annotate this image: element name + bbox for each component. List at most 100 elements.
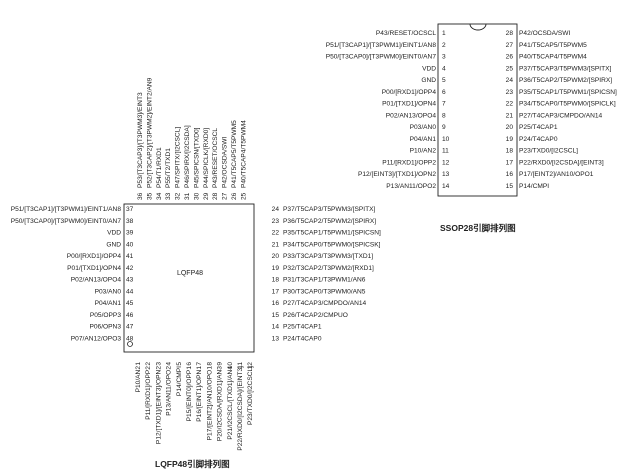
lqfp48-pin-label: P52/[T3CAP2]/[T3PWM2]/EINT2/AN9: [146, 77, 153, 188]
ssop28-pin-number: 16: [506, 171, 514, 178]
lqfp48-pin-number: 35: [146, 192, 153, 200]
lqfp48-pin-label: P42/OCSDA/SWI: [222, 137, 229, 188]
ssop28-pin-number: 6: [442, 89, 446, 96]
lqfp48-pin-label: P10/AN2: [135, 366, 142, 393]
lqfp48-pin-label: P15/[EINT0]/OPP1: [186, 366, 193, 422]
ssop28-pin-label: P40/T5CAP4/T5PWM4: [519, 54, 587, 61]
lqfp48-pin-number: 19: [272, 265, 280, 272]
lqfp48-pin-number: 33: [165, 192, 172, 200]
lqfp48-pin-number: 36: [137, 192, 144, 200]
ssop28-pin-label: P27/T4CAP3/CMPDO/AN14: [519, 112, 603, 119]
lqfp48-pin-label: P06/OPN3: [89, 324, 121, 331]
ssop28-pin-label: VDD: [422, 65, 436, 72]
lqfp48-pin-label: P35/T5CAP1/T5PWM1/[SPICSN]: [283, 230, 381, 237]
lqfp48-pin-number: 38: [126, 218, 134, 225]
lqfp48-pin-number: 42: [126, 265, 134, 272]
lqfp48-pin-label: P04/AN1: [95, 300, 122, 307]
lqfp48-pin-number: 34: [156, 192, 163, 200]
lqfp48-pin-number: 24: [272, 206, 280, 213]
lqfp48-pin-number: 17: [272, 288, 280, 295]
lqfp48-pin-label: P21/I2CSCL/[TXD1]/AN4: [227, 366, 234, 440]
lqfp48-pin-number: 32: [175, 192, 182, 200]
ssop28-pin-number: 27: [506, 42, 514, 49]
pin1-marker-icon: [127, 341, 133, 347]
lqfp48-pin-label: P55/T2/TXD1: [165, 148, 172, 188]
ssop28-pin-label: P02/AN13/OPO4: [386, 112, 437, 119]
ssop28-left-pins: 1P43/RESET/OCSCL2P51/[T3CAP1]/[T3PWM1]/E…: [326, 30, 450, 190]
ssop28-pin-label: P42/OCSDA/SWI: [519, 30, 570, 37]
ssop28-pin-label: P34/T5CAP0/T5PWM0/[SPICLK]: [519, 101, 616, 108]
lqfp48-pin-label: P26/T4CAP2/CMPUO: [283, 312, 348, 319]
ssop28-pin-number: 7: [442, 101, 446, 108]
lqfp48-pin-number: 43: [126, 277, 134, 284]
ssop28-pin-number: 2: [442, 42, 446, 49]
ssop28-package: 1P43/RESET/OCSCL2P51/[T3CAP1]/[T3PWM1]/E…: [326, 23, 617, 233]
lqfp48-pin-number: 8: [206, 362, 213, 366]
lqfp48-pin-label: P40/T5CAP4/T5PWM4: [240, 120, 247, 188]
ssop28-pin-number: 19: [506, 136, 514, 143]
lqfp48-pin-label: P27/T4CAP3/CMPDO/AN14: [283, 300, 367, 307]
lqfp48-pin-label: GND: [106, 241, 121, 248]
ssop28-pin-label: P50/[T3CAP0]/[T3PWM0]/EINT0/AN7: [326, 54, 437, 61]
lqfp48-pin-number: 48: [126, 335, 134, 342]
lqfp48-pin-label: P45/SPICSN/[TXD0]: [193, 127, 200, 188]
lqfp48-pin-label: P14/CMPI: [176, 366, 183, 396]
ssop28-pin-label: P14/CMPI: [519, 183, 549, 190]
lqfp48-bottom-pins: 1P10/AN22P11/[RXD1]/OPP23P12/[TXD1]/[EIN…: [135, 362, 254, 451]
lqfp48-pin-number: 26: [231, 192, 238, 200]
ssop28-pin-number: 12: [442, 159, 450, 166]
lqfp48-pin-number: 29: [203, 192, 210, 200]
ssop28-pin-number: 9: [442, 124, 446, 131]
ssop28-pin-label: P36/T5CAP2/T5PWM2/[SPIRX]: [519, 77, 612, 84]
lqfp48-pin-label: P30/T3CAP0/T3PWM0/AN5: [283, 288, 366, 295]
lqfp48-pin-number: 6: [186, 362, 193, 366]
ssop28-pin-label: P24/T4CAP0: [519, 136, 558, 143]
ssop28-pin-number: 5: [442, 77, 446, 84]
ssop28-pin-label: P41/T5CAP5/T5PWM5: [519, 42, 587, 49]
lqfp48-pin-number: 37: [126, 206, 134, 213]
lqfp48-pin-number: 31: [184, 192, 191, 200]
ssop28-pin-number: 25: [506, 65, 514, 72]
ssop28-body: [437, 23, 518, 197]
lqfp48-pin-number: 46: [126, 312, 134, 319]
lqfp48-pin-number: 11: [237, 362, 244, 369]
lqfp48-pin-label: P50/[T3CAP0]/[T3PWM0]/EINT0/AN7: [11, 218, 122, 225]
ssop28-pin-number: 11: [442, 148, 449, 155]
lqfp48-pin-number: 25: [240, 192, 247, 200]
lqfp48-pin-number: 21: [272, 241, 280, 248]
ssop28-pin-label: P51/[T3CAP1]/[T3PWM1]/EINT1/AN8: [326, 42, 437, 49]
lqfp48-pin-label: P22/RXD0/[I2CSDA]/[EINT3]: [237, 366, 244, 451]
lqfp48-pin-number: 16: [272, 300, 280, 307]
ssop28-pin-number: 23: [506, 89, 514, 96]
lqfp48-pin-number: 39: [126, 230, 134, 237]
lqfp48-pin-label: P17/[EINT2]/AN10/OPO1: [206, 366, 213, 441]
lqfp48-pin-label: P34/T5CAP0/T5PWM0/[SPICSK]: [283, 241, 381, 248]
lqfp48-pin-label: P12/[TXD1]/[EINT3]/OPN2: [155, 366, 162, 444]
lqfp48-pin-label: P44/SPICLK/[RXD0]: [203, 128, 210, 188]
lqfp48-pin-number: 40: [126, 241, 134, 248]
ssop28-pin-label: GND: [421, 77, 436, 84]
ssop28-pin-label: P25/T4CAP1: [519, 124, 558, 131]
lqfp48-pin-label: P20/I2CSDA/[RXD1]/AN3: [217, 366, 224, 441]
ssop28-pin-number: 13: [442, 171, 450, 178]
lqfp48-pin-label: P01/[TXD1]/OPN4: [67, 265, 121, 272]
lqfp48-pin-label: P03/AN0: [95, 288, 122, 295]
lqfp48-pin-label: P25/T4CAP1: [283, 324, 322, 331]
lqfp48-pin-number: 4: [166, 362, 173, 366]
lqfp48-pin-label: P16/[EINT1]/OPN1: [196, 366, 203, 422]
ssop28-pin-label: P01/[TXD1]/OPN4: [382, 101, 436, 108]
lqfp48-pin-number: 12: [247, 362, 254, 370]
lqfp48-pin-label: P11/[RXD1]/OPP2: [145, 366, 152, 420]
ssop28-pin-label: P10/AN2: [410, 148, 437, 155]
lqfp48-pin-label: P37/T5CAP3/T5PWM3/[SPITX]: [283, 206, 376, 213]
lqfp48-pin-number: 44: [126, 288, 134, 295]
ssop28-pin-label: P43/RESET/OCSCL: [376, 30, 436, 37]
lqfp48-pin-label: P46/SPIRX/[I2CSDA]: [184, 125, 191, 188]
lqfp48-pin-label: P07/AN12/OPO3: [71, 335, 122, 342]
ssop28-pin-label: P37/T5CAP3/T5PWM3/[SPITX]: [519, 65, 612, 72]
lqfp48-pin-label: P47/SPITX/[I2CSCL]: [175, 127, 182, 188]
lqfp48-pin-number: 18: [272, 277, 280, 284]
